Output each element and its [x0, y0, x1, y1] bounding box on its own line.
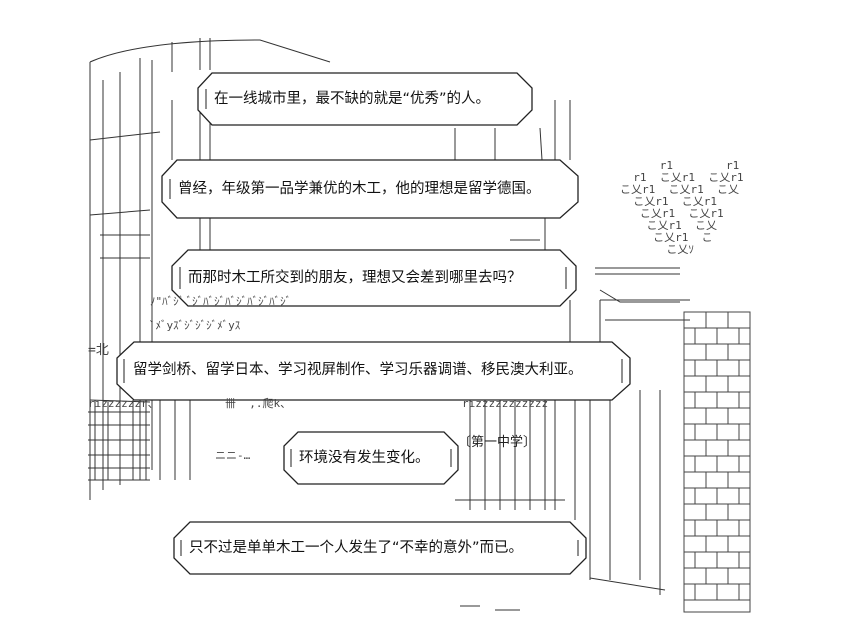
tree-art: r1 r1 r1 こ乂r1 こ乂r1 こ乂r1 こ乂r1 こ乂 こ乂r1 こ乂r… — [620, 159, 744, 256]
left-building — [88, 39, 331, 500]
caption-5: 环境没有发生变化。 — [299, 450, 430, 466]
caption-4: 留学剑桥、留学日本、学习视屏制作、学习乐器调谱、移民澳大利亚。 — [133, 362, 583, 378]
caption-bubbles — [116, 72, 631, 575]
scribble-bottom: ニニ-… — [215, 449, 251, 462]
caption-1: 在一线城市里，最不缺的就是“优秀”的人。 — [214, 91, 491, 107]
scribble-middle: ﾞﾒﾞyｽﾞｼﾞｼﾞｼﾞﾒﾞyｽ — [150, 319, 241, 332]
central-building — [88, 38, 690, 611]
school-sign: 〔第一中学〕 — [458, 435, 537, 450]
left-label: =北 — [88, 343, 109, 358]
brick-building — [683, 311, 751, 613]
caption-6: 只不过是单单木工一个人发生了“不幸的意外”而已。 — [189, 540, 524, 556]
window-text-right: rızzzzzzzzzzz — [462, 397, 549, 410]
scribble-lower: 卌 ,.爬k、 — [225, 397, 292, 410]
window-text-left: rızzzzzzr、 — [88, 397, 159, 410]
caption-2: 曾经，年级第一品学兼优的木工，他的理想是留学德国。 — [178, 181, 541, 197]
caption-3: 而那时木工所交到的朋友，理想又会差到哪里去吗？ — [188, 270, 522, 286]
scribble-top: ﾉ"ﾊﾞｼﾞ ﾞｼﾞﾊﾞｼﾞﾊﾞｼﾞﾊﾞｼﾞﾊﾞｼﾞ — [150, 295, 292, 308]
